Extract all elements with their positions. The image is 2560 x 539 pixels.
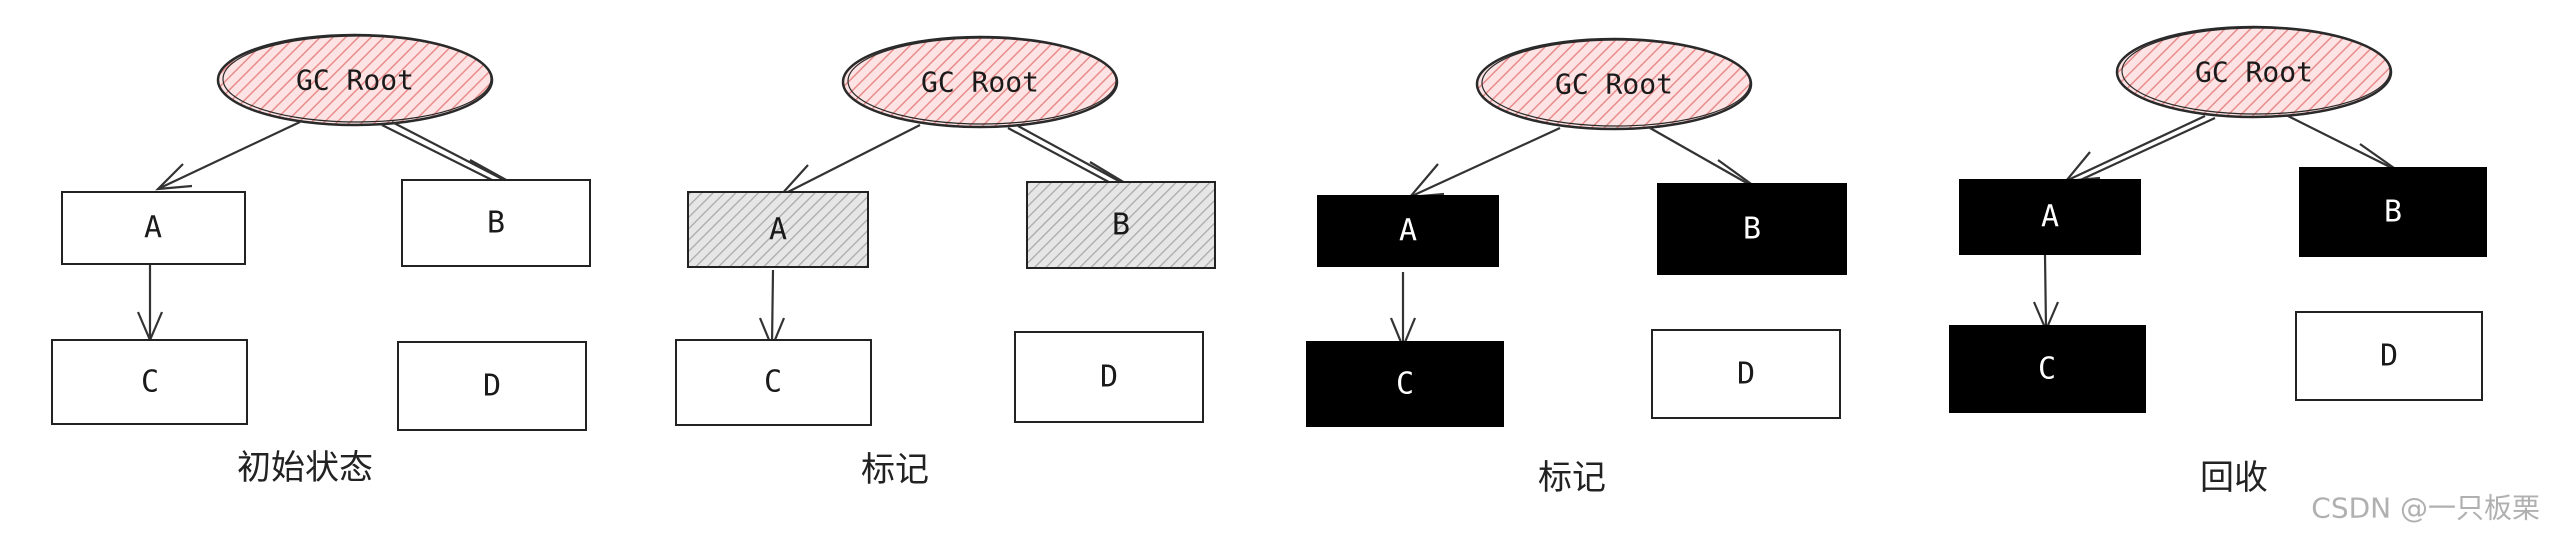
edge-root-b <box>1649 127 1757 192</box>
node-a-label: A <box>1399 214 1417 249</box>
panel-3: GC Root A B C D 标记 <box>1306 37 1847 498</box>
gc-root-node: GC Root <box>216 33 494 127</box>
panel-caption: 初始状态 <box>237 448 373 488</box>
node-b: B <box>401 179 591 267</box>
node-a-label: A <box>769 213 787 248</box>
node-b: B <box>1026 181 1216 269</box>
gc-root-label: GC Root <box>1555 68 1673 101</box>
gc-root-label: GC Root <box>921 66 1039 99</box>
node-b-label: B <box>1112 208 1130 243</box>
edge-root-b <box>2287 115 2397 174</box>
node-b-label: B <box>2384 195 2402 230</box>
node-c-label: C <box>2038 352 2056 387</box>
node-c-label: C <box>764 365 782 400</box>
node-a: A <box>61 191 246 265</box>
edge-root-a <box>777 124 921 198</box>
gc-root-node: GC Root <box>841 35 1119 129</box>
node-a: A <box>1317 195 1499 267</box>
edge-a-c <box>136 265 164 343</box>
node-c: C <box>1306 341 1504 427</box>
node-a-label: A <box>2041 200 2059 235</box>
edge-root-b <box>1007 125 1134 190</box>
edge-root-a <box>1407 127 1561 199</box>
node-c-label: C <box>1396 367 1414 402</box>
node-b-label: B <box>1743 212 1761 247</box>
panel-4: GC Root A B C D 回收 <box>1949 25 2487 498</box>
edge-root-b <box>381 121 514 186</box>
node-d: D <box>397 341 587 431</box>
node-b: B <box>1657 183 1847 275</box>
gc-root-node: GC Root <box>1475 37 1753 131</box>
node-c-label: C <box>141 365 159 400</box>
gc-root-label: GC Root <box>2195 56 2313 89</box>
gc-root-node: GC Root <box>2115 25 2393 119</box>
node-c: C <box>51 339 248 425</box>
node-d: D <box>2295 311 2483 401</box>
node-a-label: A <box>144 211 162 246</box>
node-c: C <box>1949 325 2146 413</box>
node-a: A <box>1959 179 2141 255</box>
watermark: CSDN @一只板栗 <box>2311 492 2540 525</box>
gc-root-label: GC Root <box>296 64 414 97</box>
edge-root-a <box>2063 115 2216 183</box>
panel-caption: 回收 <box>2200 458 2268 498</box>
panel-2: GC Root A B C D 标记 <box>675 35 1216 490</box>
panel-caption: 标记 <box>1538 458 1606 498</box>
node-d-label: D <box>1737 357 1755 392</box>
node-a: A <box>687 191 869 268</box>
node-b: B <box>2299 167 2487 257</box>
edge-a-c <box>2032 254 2060 333</box>
node-d-label: D <box>2380 339 2398 374</box>
panel-1: GC Root A B C D 初始状态 <box>51 33 591 488</box>
node-d-label: D <box>483 369 501 404</box>
edge-a-c <box>1389 272 1417 350</box>
panel-caption: 标记 <box>861 450 929 490</box>
edge-root-a <box>155 121 301 191</box>
edge-a-c <box>758 269 786 350</box>
node-d: D <box>1014 331 1204 423</box>
node-c: C <box>675 339 872 426</box>
node-d-label: D <box>1100 360 1118 395</box>
node-d: D <box>1651 329 1841 419</box>
node-b-label: B <box>487 206 505 241</box>
